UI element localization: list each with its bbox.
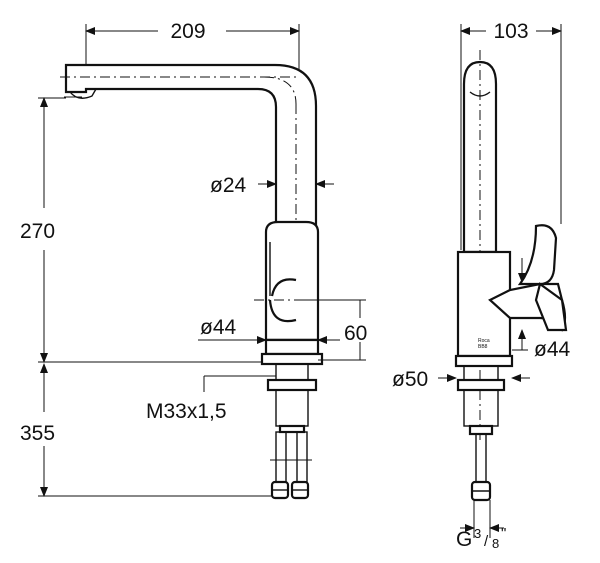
dimension-lever-diameter: ø44 — [512, 338, 571, 361]
faucet-body — [254, 220, 364, 366]
height-above-label: 270 — [20, 220, 55, 243]
lever-diameter-label: ø44 — [534, 338, 571, 361]
thread-label: M33x1,5 — [146, 400, 227, 423]
brand-mark-line2: BB8 — [478, 344, 488, 350]
dimension-tube-diameter: ø24 — [210, 174, 334, 197]
connection-slash: / — [484, 533, 489, 550]
side-body: Roca BB8 — [454, 224, 568, 368]
base-diameter-label: ø50 — [392, 368, 428, 391]
dimension-height-above: 270 — [20, 97, 66, 363]
lever-height-label: 60 — [344, 322, 367, 345]
connection-suffix: " — [501, 525, 506, 542]
tube-diameter-label: ø24 — [210, 174, 247, 197]
dimension-base-diameter: ø50 — [392, 368, 530, 391]
dimension-spout-reach: 209 — [85, 20, 300, 220]
connection-denominator: 8 — [492, 536, 499, 551]
supply-hoses — [270, 431, 312, 500]
threaded-shank — [266, 363, 318, 434]
depth-label: 103 — [493, 20, 528, 43]
brand-mark-line1: Roca — [478, 338, 490, 344]
side-view: 103 Roca BB8 ø44 ø5 — [392, 20, 571, 551]
body-diameter-label: ø44 — [200, 316, 237, 339]
dimension-height-below: 355 — [20, 363, 272, 497]
front-view: 209 ø24 — [20, 20, 367, 500]
height-below-label: 355 — [20, 422, 55, 445]
dimension-lever-height: 60 — [300, 299, 367, 361]
connection-prefix: G — [456, 528, 472, 551]
side-spout — [462, 50, 498, 440]
side-shank — [456, 365, 506, 502]
dimension-depth: 103 — [460, 20, 562, 250]
spout — [60, 63, 318, 240]
dimension-connection: G 3 / 8 " — [456, 500, 506, 551]
spout-reach-label: 209 — [170, 20, 205, 43]
dimension-thread: M33x1,5 — [146, 375, 276, 423]
dimension-body-diameter: ø44 — [198, 316, 340, 344]
connection-numerator: 3 — [474, 526, 481, 541]
